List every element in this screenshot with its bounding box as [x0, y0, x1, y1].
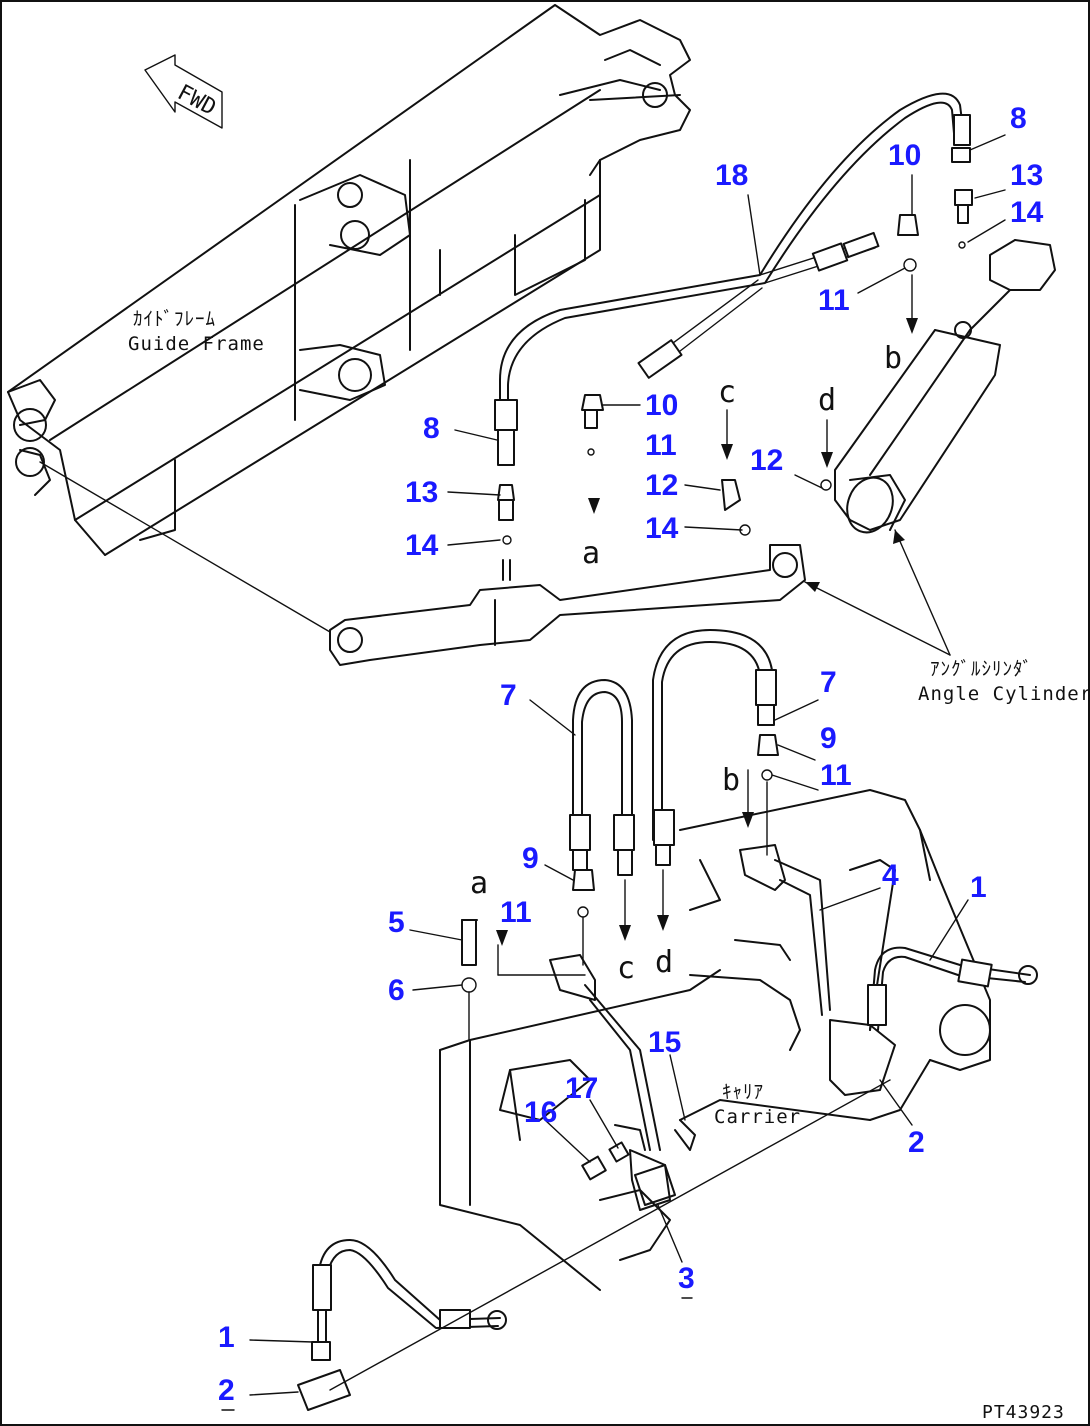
tube-3 [634, 1164, 676, 1206]
callout-5: 5 [388, 906, 405, 939]
callout-7-left: 7 [500, 679, 517, 712]
callout-18: 18 [715, 159, 748, 192]
leader-arrow-icon [805, 582, 820, 592]
letter-b-top: b [884, 341, 902, 376]
connection-letters: b c d a b a c d [470, 341, 902, 986]
guide-frame [7, 4, 691, 556]
callout-16: 16 [524, 1096, 557, 1129]
carrier-label-jp: ｷｬﾘｱ [722, 1081, 764, 1103]
callout-8-upper-right: 8 [1010, 102, 1027, 135]
callout-11-mid: 11 [645, 429, 677, 462]
angle-cylinder-right [834, 239, 1056, 534]
callout-1-left: 1 [218, 1321, 235, 1354]
callout-9-left: 9 [522, 842, 539, 875]
callout-11-right: 11 [820, 759, 852, 792]
carrier-small-parts [581, 1141, 630, 1181]
callout-10-mid: 10 [645, 389, 678, 422]
callout-10-upper: 10 [888, 139, 921, 172]
callout-7-right: 7 [820, 666, 837, 699]
fittings-lower [461, 734, 779, 1041]
angle-cylinder-leader-2 [894, 529, 951, 656]
letter-a-mid: a [582, 536, 600, 571]
letter-c-top: c [718, 375, 736, 410]
guide-frame-label-en: Guide Frame [128, 333, 265, 355]
lower-hoses [569, 629, 777, 876]
callout-13-upper-right: 13 [1010, 159, 1043, 192]
fittings-upper [497, 189, 973, 545]
callout-11-upper: 11 [818, 284, 850, 317]
letter-b-low: b [722, 763, 740, 798]
callout-2-left: 2 [218, 1374, 235, 1407]
callout-12-right: 12 [750, 444, 783, 477]
callout-4: 4 [882, 859, 899, 892]
flow-arrows-upper [588, 274, 918, 514]
callout-2-right: 2 [908, 1126, 925, 1159]
callout-6: 6 [388, 974, 405, 1007]
callout-13-left: 13 [405, 476, 438, 509]
carrier-label-en: Carrier [714, 1106, 801, 1128]
letter-d-low: d [655, 945, 673, 980]
callout-14-upper-right: 14 [1010, 196, 1044, 229]
callout-14-mid: 14 [645, 512, 679, 545]
carrier-body [439, 789, 991, 1291]
callout-3: 3 [678, 1262, 695, 1295]
hose-1-left-leader [329, 1079, 891, 1391]
letter-a-low: a [470, 866, 488, 901]
fwd-arrow-icon: FWD [144, 54, 223, 129]
letter-c-low: c [617, 951, 635, 986]
angle-cylinder-label-jp: ｱﾝｸﾞﾙｼﾘﾝﾀﾞ [930, 658, 1033, 680]
angle-cylinder-leader-1 [804, 581, 951, 656]
callout-9-right: 9 [820, 722, 837, 755]
letter-d-top: d [818, 383, 836, 418]
callout-17: 17 [565, 1072, 598, 1105]
callout-12-mid: 12 [645, 469, 678, 502]
leader-lines [249, 134, 1006, 1396]
leader-arrow-icon [893, 530, 905, 544]
callout-11-left: 11 [500, 896, 532, 929]
callout-14-left: 14 [405, 529, 439, 562]
hose-1-left [297, 1239, 507, 1411]
upper-hose-assembly [494, 92, 971, 466]
hose-1-right [867, 946, 1038, 1031]
callout-8-left: 8 [423, 412, 440, 445]
callout-1-right: 1 [970, 871, 987, 904]
callout-15: 15 [648, 1026, 681, 1059]
guide-frame-label-jp: ｶｲﾄﾞﾌﾚｰﾑ [133, 308, 216, 330]
drawing-code: PT43923 [982, 1402, 1065, 1423]
angle-cylinder-label-en: Angle Cylinder [918, 683, 1090, 705]
part-callouts: 18 10 8 13 14 11 8 13 14 10 11 12 12 14 … [218, 102, 1044, 1407]
angle-cylinder-left [39, 461, 806, 666]
